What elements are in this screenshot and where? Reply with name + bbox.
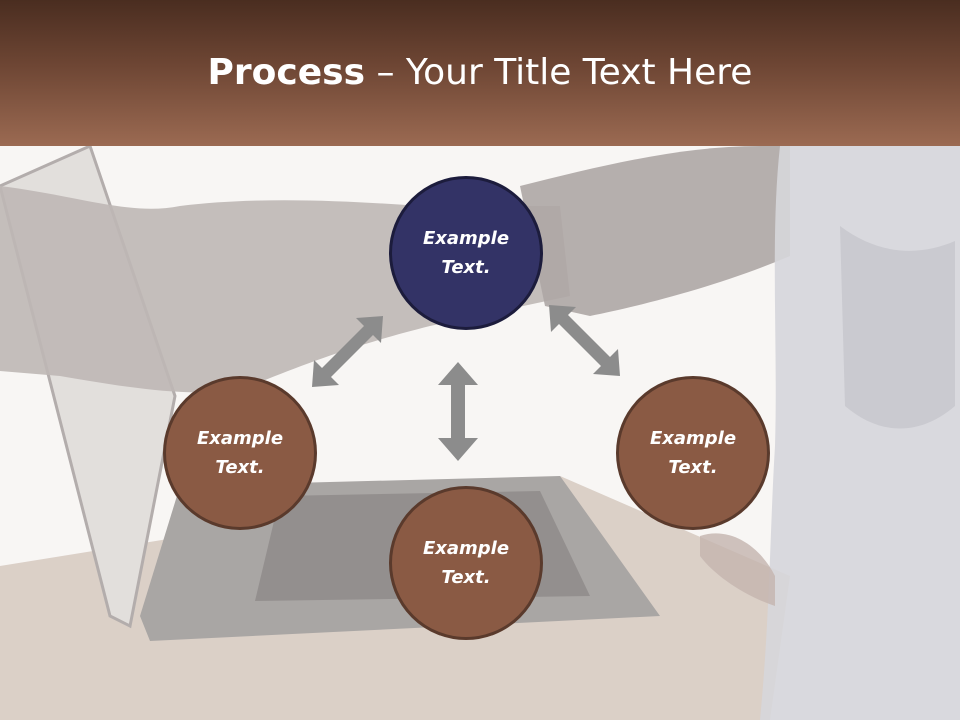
slide-title: Process – Your Title Text Here xyxy=(0,52,960,93)
right-arm xyxy=(520,146,790,316)
process-node-bottom: Example Text. xyxy=(389,486,543,640)
process-node-left: Example Text. xyxy=(163,376,317,530)
node-right-label: Example Text. xyxy=(649,428,737,478)
title-bar xyxy=(0,0,960,146)
node-top-label: Example Text. xyxy=(422,228,510,278)
process-node-right: Example Text. xyxy=(616,376,770,530)
jeans-pocket xyxy=(840,226,955,429)
title-rest: – Your Title Text Here xyxy=(365,52,753,93)
node-left-label: Example Text. xyxy=(196,428,284,478)
arrow-top-right xyxy=(549,305,620,376)
process-node-top: Example Text. xyxy=(389,176,543,330)
node-bottom-label: Example Text. xyxy=(422,538,510,588)
arrow-top-left xyxy=(312,316,383,387)
arrow-vertical xyxy=(438,362,478,461)
title-bold: Process xyxy=(207,52,366,93)
right-hand xyxy=(700,533,775,606)
